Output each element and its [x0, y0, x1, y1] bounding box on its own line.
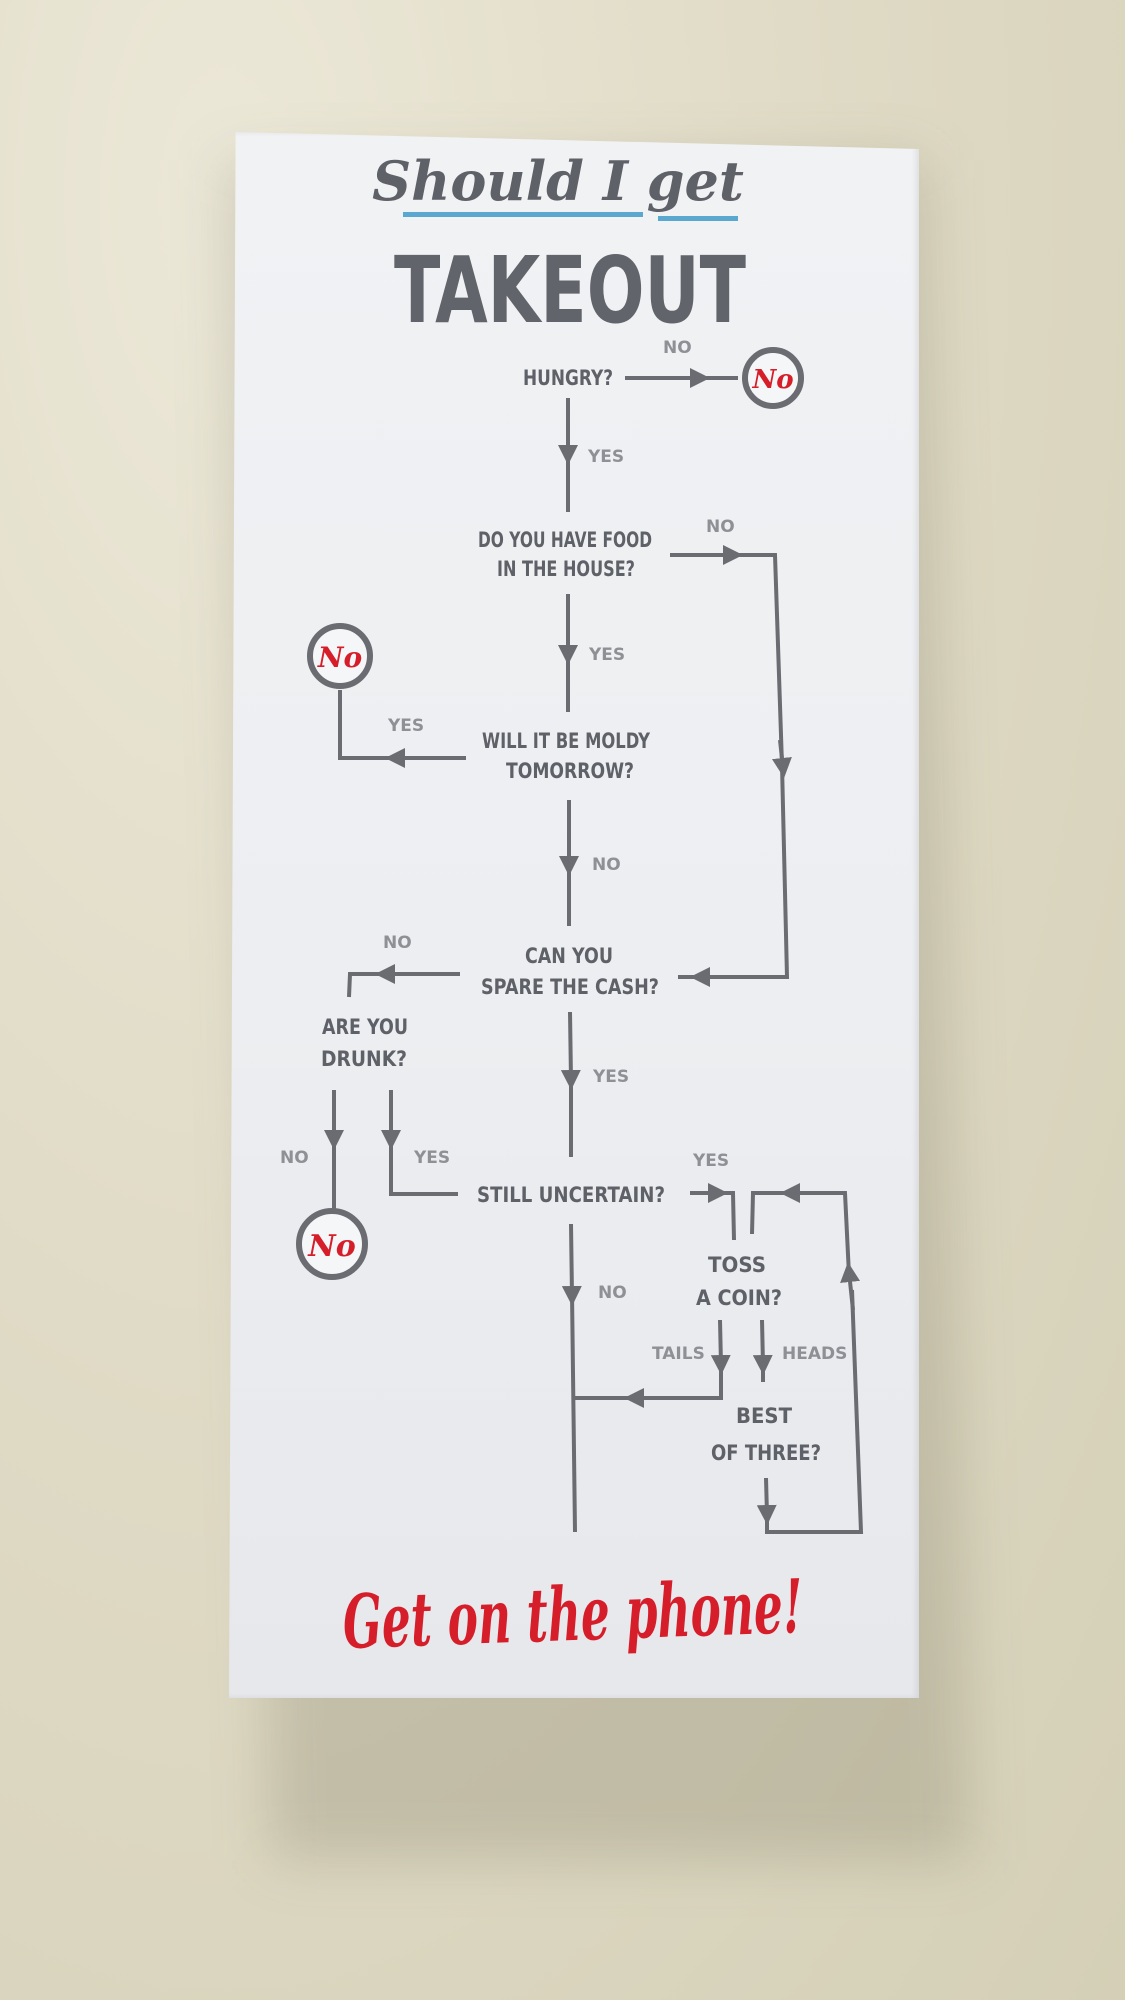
edge-coin-tails-horiz: [670, 1362, 723, 1400]
edge-food-no-down: [730, 553, 784, 766]
node-drunk-line2: DRUNK?: [321, 1047, 407, 1071]
label-cash-yes: YES: [592, 1067, 629, 1087]
edge-food-no-return: [745, 764, 790, 979]
edge-drunk-yes-tail: [389, 1137, 458, 1196]
no-badge-3: No: [296, 1208, 368, 1280]
label-drunk-yes: YES: [413, 1148, 450, 1168]
node-food-line2: IN THE HOUSE?: [497, 557, 635, 581]
edge-best-loop-tail: [750, 1191, 793, 1235]
edge-coin-heads: [752, 1319, 773, 1375]
node-coin-line1: TOSS: [708, 1253, 766, 1277]
label-food-no: NO: [706, 517, 735, 537]
node-cash-line1: CAN YOU: [525, 944, 613, 968]
edge-coin-tails: [710, 1319, 731, 1375]
edge-moldy-yes-tail: [338, 690, 398, 760]
label-heads: HEADS: [782, 1344, 847, 1364]
edge-uncertain-yes-tail: [715, 1191, 736, 1241]
edge-best-down: [756, 1477, 777, 1525]
edge-uncertain-no: [561, 1223, 582, 1306]
no-badge-2-text: No: [317, 641, 362, 674]
label-uncertain-yes: YES: [692, 1151, 729, 1171]
node-uncertain: STILL UNCERTAIN?: [477, 1183, 665, 1207]
title-script: Should I get: [372, 149, 744, 213]
label-cash-no: NO: [383, 933, 412, 953]
edge-best-loop-arrow: [840, 1262, 860, 1311]
node-best-line1: BEST: [736, 1404, 793, 1428]
no-badge-3-text: No: [307, 1229, 355, 1264]
footer-call-to-action: Get on the phone!: [341, 1564, 804, 1666]
edge-cash-no-tail: [347, 972, 388, 998]
node-drunk-line1: ARE YOU: [322, 1015, 408, 1039]
label-hungry-yes: YES: [587, 447, 624, 467]
edge-cash-yes: [560, 1011, 581, 1090]
label-uncertain-no: NO: [598, 1283, 627, 1303]
node-moldy-line1: WILL IT BE MOLDY: [482, 729, 651, 753]
node-food-line1: DO YOU HAVE FOOD: [478, 528, 652, 552]
no-badge-1-text: No: [751, 365, 793, 395]
label-moldy-yes: YES: [387, 716, 424, 736]
edge-best-loop-top: [810, 1191, 851, 1276]
edge-food-no-arrow: [771, 739, 792, 778]
label-tails: TAILS: [652, 1344, 705, 1364]
node-best-line2: OF THREE?: [711, 1441, 821, 1465]
label-moldy-no: NO: [592, 855, 621, 875]
label-drunk-no: NO: [280, 1148, 309, 1168]
no-badge-2: No: [307, 623, 373, 689]
label-hungry-no: NO: [663, 338, 692, 358]
no-badge-1: No: [742, 347, 804, 409]
connectors: [324, 368, 864, 1534]
node-cash-line2: SPARE THE CASH?: [481, 975, 659, 999]
edge-uncertain-no-trunk: [570, 1292, 577, 1533]
node-coin-line2: A COIN?: [696, 1286, 782, 1310]
node-moldy-line2: TOMORROW?: [506, 759, 634, 783]
node-hungry: HUNGRY?: [523, 366, 613, 390]
title-underline-left: [403, 212, 643, 217]
edge-best-loop: [765, 1289, 864, 1534]
title-underline-right: [658, 216, 738, 221]
label-food-yes: YES: [588, 645, 625, 665]
title-main: TAKEOUT: [394, 237, 746, 344]
